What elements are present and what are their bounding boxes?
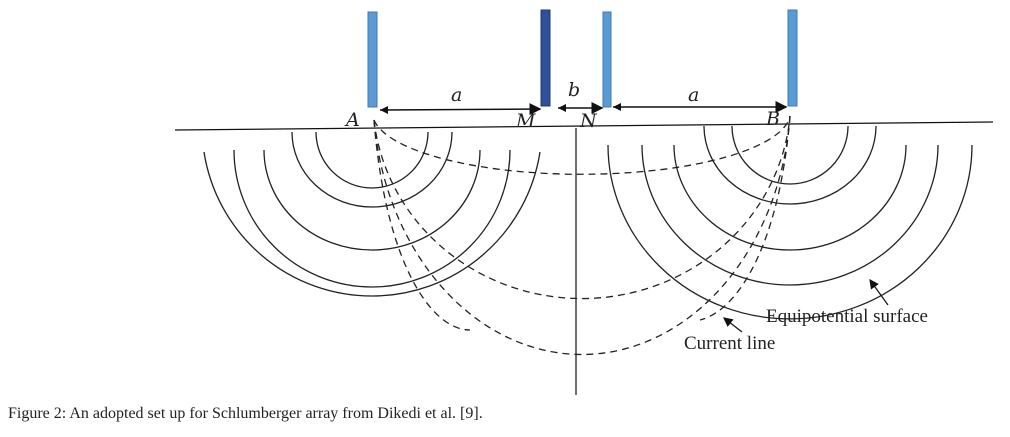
label-electrode-b: B: [765, 108, 780, 130]
caption-text: 2: An adopted set up for Schlumberger ar…: [49, 405, 483, 422]
label-b-spacing: b: [568, 79, 580, 101]
label-a-left: a: [451, 84, 462, 106]
label-electrode-a: A: [344, 109, 360, 131]
caption-label: Figure: [8, 405, 50, 422]
annotation-equipotential: Equipotential surface: [766, 306, 928, 327]
ground-surface: [174, 121, 994, 131]
current-lines: [373, 115, 791, 356]
annotation-current: Current line: [684, 333, 775, 354]
label-a-right: a: [688, 84, 699, 106]
figure-caption: Figure 2: An adopted set up for Schlumbe…: [8, 405, 483, 423]
electrode-b: [787, 9, 798, 107]
arrow-equipotential: [869, 279, 889, 306]
dimension-a-left: [379, 103, 542, 116]
electrode-n: [602, 11, 612, 108]
label-electrode-n: N: [579, 110, 598, 132]
equipotential-arcs-b: [607, 125, 973, 320]
label-electrode-m: M: [515, 110, 536, 132]
equipotential-arcs-a: [203, 131, 541, 297]
electrode-m: [540, 9, 551, 107]
arrow-current: [723, 317, 743, 333]
electrode-a: [367, 11, 378, 108]
